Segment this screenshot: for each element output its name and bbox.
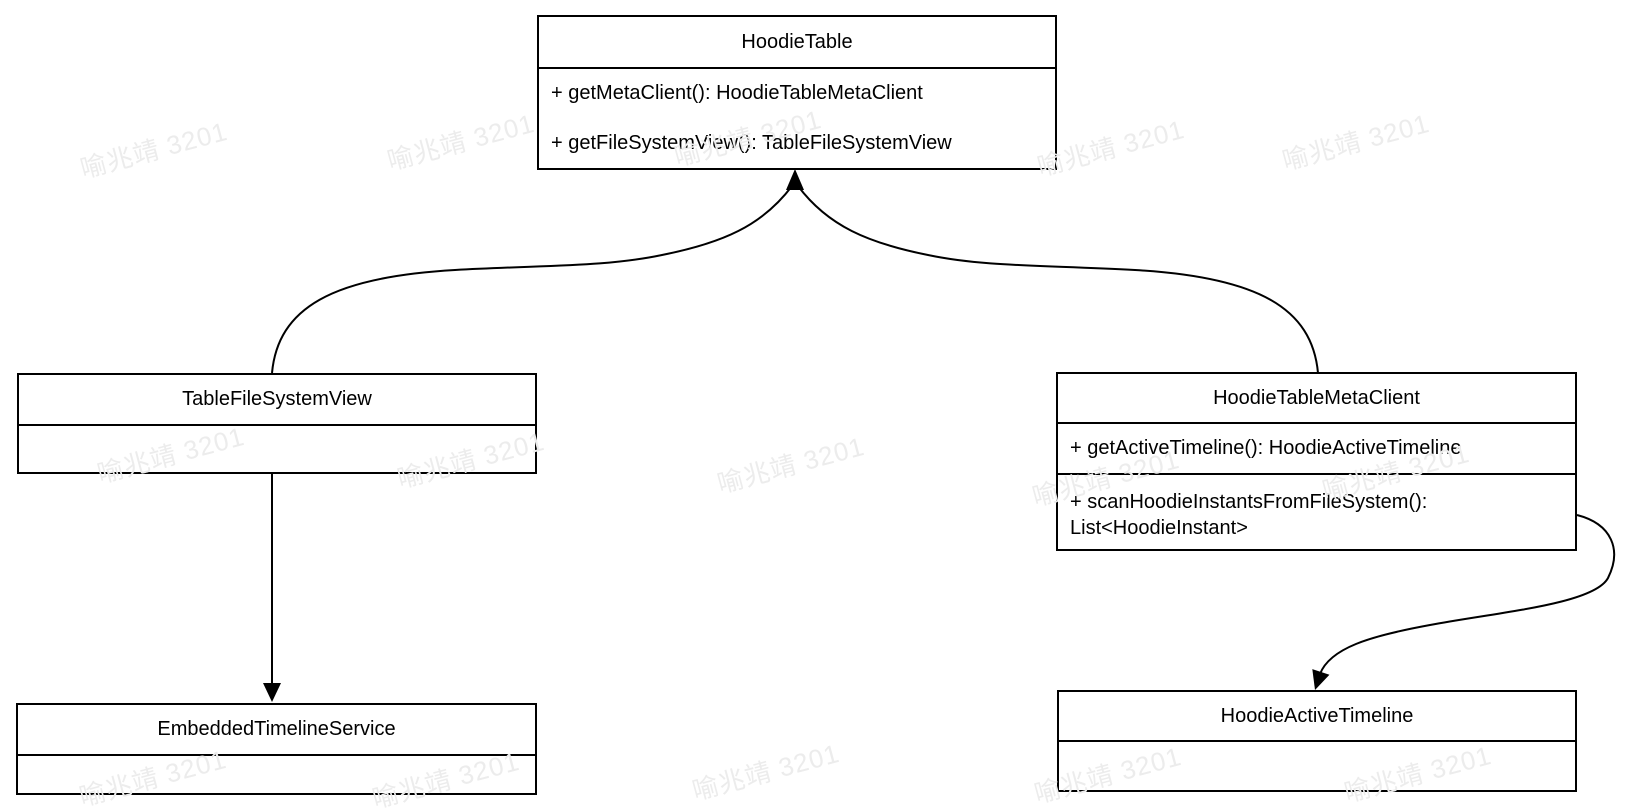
class-method: + getFileSystemView(): TableFileSystemVi… bbox=[551, 131, 952, 154]
class-table-file-system-view: TableFileSystemView bbox=[17, 373, 537, 474]
class-method: + getMetaClient(): HoodieTableMetaClient bbox=[551, 82, 923, 105]
class-title: EmbeddedTimelineService bbox=[18, 705, 535, 756]
class-methods-compartment: + getMetaClient(): HoodieTableMetaClient… bbox=[539, 69, 1055, 168]
class-method: + getActiveTimeline(): HoodieActiveTimel… bbox=[1058, 424, 1575, 475]
class-title: TableFileSystemView bbox=[19, 375, 535, 426]
edge-tablefilesystemview-to-hoodietable bbox=[271, 185, 793, 374]
class-hoodie-table-meta-client: HoodieTableMetaClient + getActiveTimelin… bbox=[1056, 372, 1577, 551]
edge-hoodietablemetaclient-to-hoodieactivetimeline bbox=[1319, 514, 1616, 675]
class-hoodie-table: HoodieTable + getMetaClient(): HoodieTab… bbox=[537, 15, 1057, 170]
edge-hoodietablemetaclient-to-hoodietable bbox=[797, 185, 1319, 374]
class-title: HoodieTableMetaClient bbox=[1058, 374, 1575, 424]
arrowhead-down-icon bbox=[263, 683, 281, 702]
arrowhead-up-icon bbox=[786, 169, 804, 190]
class-method: + scanHoodieInstantsFromFileSystem(): Li… bbox=[1070, 491, 1428, 539]
arrowhead-down-left-icon bbox=[1312, 669, 1330, 690]
class-embedded-timeline-service: EmbeddedTimelineService bbox=[16, 703, 537, 795]
class-empty-compartment bbox=[1059, 742, 1575, 790]
class-empty-compartment bbox=[19, 426, 535, 472]
class-empty-compartment bbox=[18, 756, 535, 793]
class-hoodie-active-timeline: HoodieActiveTimeline bbox=[1057, 690, 1577, 792]
class-title: HoodieActiveTimeline bbox=[1059, 692, 1575, 742]
class-title: HoodieTable bbox=[539, 17, 1055, 69]
